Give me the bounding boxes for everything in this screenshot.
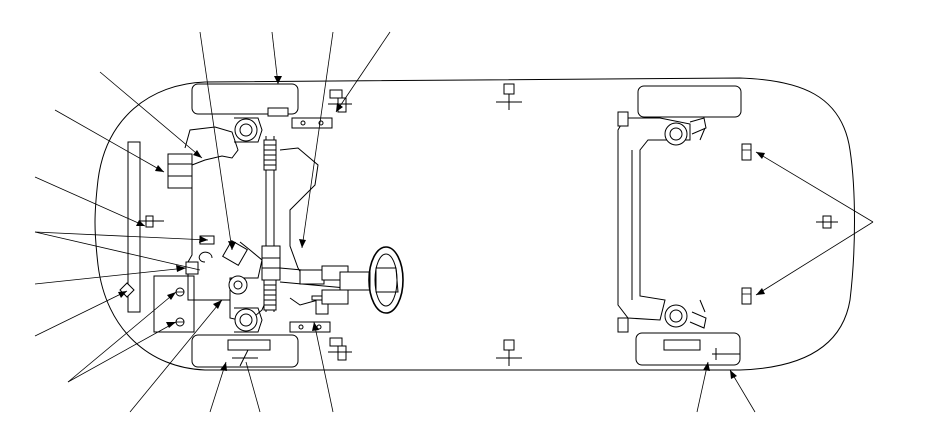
control-unit	[153, 275, 195, 333]
callout-leaders-left	[34, 71, 209, 383]
steering-column	[279, 265, 371, 305]
front-left-knuckle	[234, 107, 289, 143]
engine-bay-right	[279, 147, 319, 281]
rear-connector-bottom	[741, 287, 752, 305]
rear-clip-right	[617, 317, 629, 333]
tie-rod-assembly	[261, 136, 281, 312]
front-bracket-bottom	[289, 295, 352, 361]
front-subframe	[184, 126, 263, 301]
rear-left-damper	[664, 117, 707, 146]
callout-arrowheads	[118, 76, 765, 379]
steering-gearbox	[185, 235, 248, 295]
callout-leaders-top	[199, 31, 391, 251]
rear-left-wheel-well	[637, 85, 742, 118]
fuse-box	[167, 153, 193, 189]
front-bracket-top	[291, 89, 352, 129]
floor-clip-top	[496, 83, 522, 110]
floor-clip-bottom	[496, 339, 522, 366]
rear-right-damper	[663, 304, 740, 360]
rear-axle-inner	[631, 127, 706, 313]
vehicle-body-outline	[94, 77, 855, 371]
rear-right-wheel-well	[635, 332, 741, 366]
rear-center-clip	[816, 215, 838, 229]
front-right-wheel-well	[191, 334, 299, 368]
rear-connector-top	[741, 143, 752, 161]
rear-axle	[617, 117, 691, 321]
front-right-knuckle	[227, 307, 271, 367]
front-left-wheel-well	[191, 83, 299, 115]
radiator-bracket	[140, 215, 164, 228]
callout-leaders-right	[755, 151, 874, 296]
steering-wheel	[368, 246, 404, 314]
radiator	[127, 141, 141, 313]
rear-clip-left	[617, 111, 629, 127]
